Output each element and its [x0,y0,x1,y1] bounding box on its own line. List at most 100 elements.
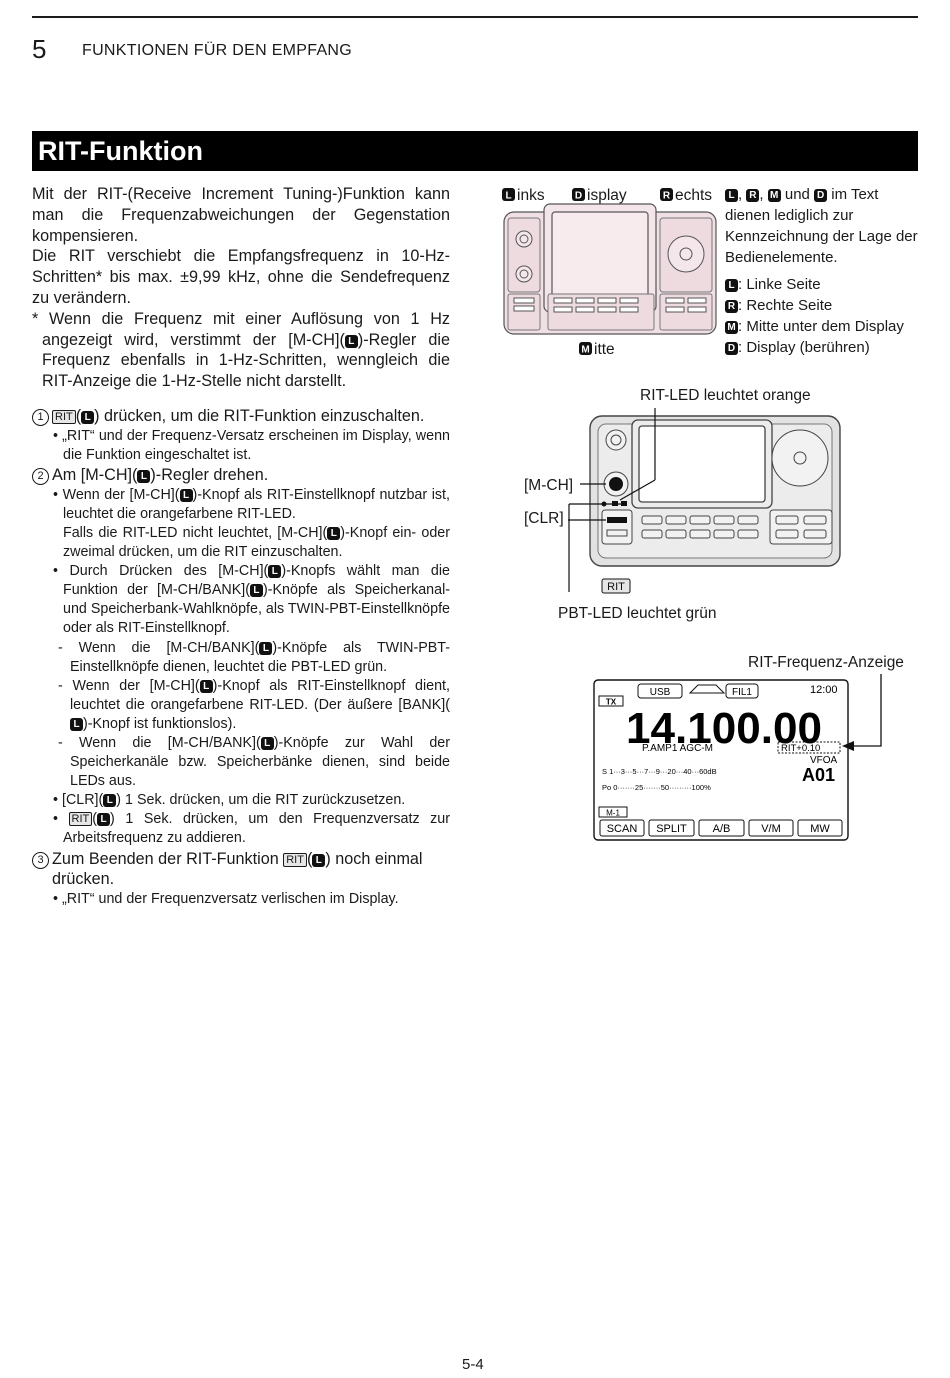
display-label-icon: D [725,342,738,355]
left-label-icon-letter: L [505,191,511,202]
right-label-icon: R [725,300,738,313]
vfo-indicator: VFOA [810,755,838,766]
left-label-icon: L [725,189,738,202]
status-line: P.AMP1 AGC-M [642,743,713,754]
scan-softkey-label: SCAN [607,823,638,835]
step-2-bullet-1-cont: Falls die RIT-LED nicht leuchtet, [M-CH]… [63,524,450,561]
ab-softkey[interactable] [698,819,745,837]
section-title: RIT-Funktion [38,136,203,166]
left-label-icon: L [137,469,151,483]
left-label-icon: L [179,488,193,502]
rit-key-icon: RIT [283,852,307,867]
middle-label-icon: M [725,321,738,334]
left-label-icon: L [260,736,274,750]
left-label-icon: L [259,641,273,655]
pbt-led-caption: PBT-LED leuchtet grün [558,605,717,622]
left-label-icon: L [249,584,263,598]
right-label-icon-letter: R [663,191,671,202]
step-number-icon: 2 [32,467,49,485]
right-label-icon: R [746,189,760,202]
radio-outline-pink [503,203,717,335]
left-label-icon: L [344,334,358,348]
step-2-dash-1: - Wenn die [M-CH/BANK](L)-Knöpfe als TWI… [58,639,451,675]
intro-paragraph-1: Mit der RIT-(Receive Increment Tuning-)F… [32,185,450,245]
label-mitte: itte [594,341,615,358]
split-softkey[interactable] [648,819,695,837]
page-number: 5-4 [462,1356,484,1373]
body-text: Mit der RIT-(Receive Increment Tuning-)F… [32,184,450,909]
left-label-icon [502,188,515,201]
legend-middle: M: Mitte unter dem Display [725,316,925,337]
clr-caption: [CLR] [524,510,564,527]
step-2-bullet-4: • RIT(L) 1 Sek. drücken, um den Frequenz… [53,811,450,847]
header-rule [32,16,918,18]
rit-key-icon: RIT [52,409,76,424]
label-links: inks [517,187,545,204]
chapter-title: FUNKTIONEN FÜR DEN EMPFANG [82,42,353,59]
left-label-icon: L [81,410,95,424]
lcd-screen-diagram: RIT-Frequenz-Anzeige TX USB FIL1 12:00 1… [593,654,904,841]
rit-frequency-caption: RIT-Frequenz-Anzeige [748,654,904,671]
lcd-screen [593,679,849,841]
callout-arrow-line [852,674,882,747]
section-title-bar: RIT-Funktion [32,131,918,171]
frequency-readout: 14.100.00 [626,704,822,753]
left-label-icon: L [268,565,282,579]
rit-display-box [777,741,841,754]
ab-softkey-label: A/B [713,823,731,835]
channel-readout: A01 [802,765,835,785]
step-number-icon: 1 [32,408,49,426]
mw-softkey-label: MW [810,823,830,835]
left-label-icon: L [312,853,326,867]
vm-softkey[interactable] [748,819,794,837]
scan-softkey[interactable] [599,819,645,837]
legend-right: R: Rechte Seite [725,295,925,316]
step-2-bullet-1: • Wenn der [M-CH](L)-Knopf als RIT-Einst… [53,486,450,522]
po-meter-scale: Po 0·······25·······50·········100% [602,783,711,792]
step-2-bullet-2: • Durch Drücken des [M-CH](L)-Knopfs wäh… [53,563,451,637]
soft-key-row: SCAN SPLIT A/B V/M MW [599,819,843,837]
split-softkey-label: SPLIT [656,823,687,835]
left-label-icon: L [97,813,111,827]
vm-softkey-label: V/M [761,823,781,835]
left-label-icon: L [199,679,213,693]
rit-key-icon: RIT [68,812,93,827]
filter-indicator: FIL1 [732,687,752,698]
radio-front-panel [589,415,841,567]
rit-led-caption: RIT-LED leuchtet orange [640,387,811,404]
step-2-dash-2: - Wenn der [M-CH](L)-Knopf als RIT-Einst… [58,677,450,732]
clr-button [607,517,627,523]
middle-label-icon-letter: M [581,345,589,356]
arrow-left-icon [842,741,854,751]
step-2-dash-3: - Wenn die [M-CH/BANK](L)-Knöpfe zur Wah… [58,734,450,790]
clock: 12:00 [810,684,838,696]
legend-intro: L, R, M und D im Text dienen lediglich z… [725,186,918,266]
left-label-icon: L [725,279,738,292]
m-ch-knob [609,477,623,491]
left-label-icon: L [70,717,83,731]
middle-label-icon [579,342,592,355]
rit-key-label: RIT [607,581,625,593]
control-location-diagram: L inks D isplay R echts M itt [502,187,717,358]
rit-key-icon [601,578,631,594]
legend-display: D: Display (berühren) [725,337,925,358]
tx-indicator: TX [606,698,617,707]
left-label-icon: L [103,794,117,808]
middle-label-icon: M [767,189,781,202]
step-1-bullet: • „RIT“ und der Frequenz-Versatz erschei… [53,427,450,463]
chapter-number: 5 [32,34,47,64]
pbt-led [621,501,627,506]
memory-indicator: M-1 [606,809,620,818]
right-label-icon [660,188,673,201]
radio-led-diagram: RIT-LED leuchtet orange [M-CH] [524,387,841,622]
rit-readout: RIT+0.10 [781,743,820,754]
label-rechts: echts [675,187,712,204]
mode-indicator: USB [650,687,671,698]
step-2-bullet-3: • [CLR](L) 1 Sek. drücken, um die RIT zu… [53,792,406,809]
legend-text: L, R, M und D im Text dienen lediglich z… [725,184,925,358]
mw-softkey[interactable] [797,819,843,837]
s-meter-scale: S 1···3···5···7···9···20···40···60dB [602,767,717,776]
